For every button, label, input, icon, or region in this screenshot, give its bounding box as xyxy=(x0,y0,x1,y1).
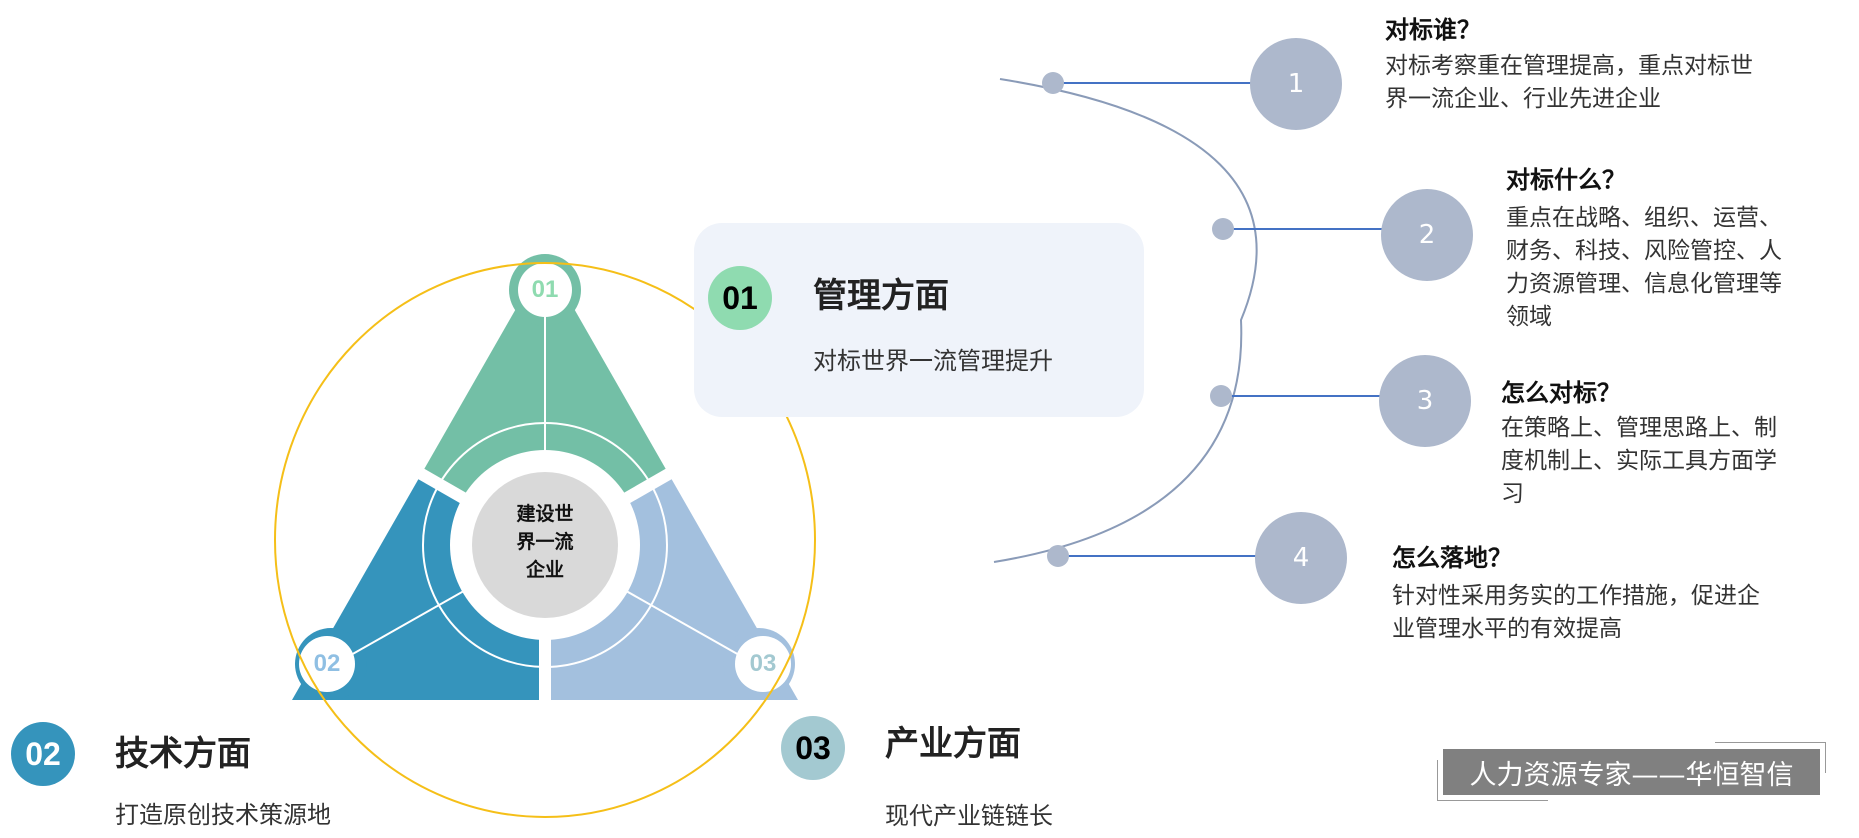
step-line: 力资源管理、信息化管理等 xyxy=(1506,271,1782,297)
timeline-dot xyxy=(1212,218,1234,240)
outer-ring xyxy=(274,262,816,818)
step-question: 怎么对标？ xyxy=(1501,379,1621,407)
timeline-arc xyxy=(993,78,1258,563)
segment-label-01: 01 xyxy=(531,276,559,303)
sector-technology xyxy=(292,258,545,700)
step-line: 对标考察重在管理提高，重点对标世 xyxy=(1385,53,1753,79)
step-line: 业管理水平的有效提高 xyxy=(1392,616,1622,642)
step-line: 在策略上、管理思路上、制 xyxy=(1501,415,1777,441)
step-circle-4: 4 xyxy=(1255,512,1347,604)
watermark-label: 人力资源专家——华恒智信 xyxy=(1443,749,1820,795)
sector-industry xyxy=(545,258,798,700)
aspect-card-management xyxy=(694,223,1144,417)
aspect-title: 管理方面 xyxy=(813,276,949,316)
watermark-frame xyxy=(1715,742,1826,773)
step-body: 重点在战略、组织、运营、 财务、科技、风险管控、人 力资源管理、信息化管理等 领… xyxy=(1506,202,1782,334)
center-label: 建设世 界一流 企业 xyxy=(495,500,595,584)
step-circle-1: 1 xyxy=(1250,38,1342,130)
step-line: 针对性采用务实的工作措施，促进企 xyxy=(1392,583,1760,609)
step-body: 对标考察重在管理提高，重点对标世 界一流企业、行业先进企业 xyxy=(1385,50,1753,116)
aspect-desc: 对标世界一流管理提升 xyxy=(813,347,1053,375)
center-line: 企业 xyxy=(525,559,564,581)
step-question: 怎么落地？ xyxy=(1392,544,1512,572)
step-line: 界一流企业、行业先进企业 xyxy=(1385,86,1661,112)
step-line: 领域 xyxy=(1506,304,1552,330)
timeline-dot xyxy=(1210,385,1232,407)
center-circle xyxy=(472,472,618,618)
segment-label-03: 03 xyxy=(749,650,777,677)
step-line: 度机制上、实际工具方面学 xyxy=(1501,448,1777,474)
step-body: 在策略上、管理思路上、制 度机制上、实际工具方面学 习 xyxy=(1501,412,1777,511)
center-line: 建设世 xyxy=(516,503,574,525)
step-question: 对标谁？ xyxy=(1385,16,1481,44)
aspect-title: 技术方面 xyxy=(115,734,251,774)
aspect-badge-02: 02 xyxy=(11,722,75,786)
step-circle-3: 3 xyxy=(1379,355,1471,447)
aspect-title: 产业方面 xyxy=(885,724,1021,764)
step-circle-2: 2 xyxy=(1381,189,1473,281)
segment-label-02: 02 xyxy=(313,650,341,677)
step-line: 重点在战略、组织、运营、 xyxy=(1506,205,1782,231)
aspect-desc: 现代产业链链长 xyxy=(885,802,1053,830)
step-question: 对标什么？ xyxy=(1506,166,1626,194)
step-body: 针对性采用务实的工作措施，促进企 业管理水平的有效提高 xyxy=(1392,580,1760,646)
timeline-dot xyxy=(1042,72,1064,94)
step-line: 习 xyxy=(1501,481,1524,507)
aspect-desc: 打造原创技术策源地 xyxy=(115,801,331,829)
aspect-badge-01: 01 xyxy=(708,266,772,330)
timeline-dot xyxy=(1047,545,1069,567)
aspect-badge-03: 03 xyxy=(781,716,845,780)
step-line: 财务、科技、风险管控、人 xyxy=(1506,238,1782,264)
watermark-frame xyxy=(1437,760,1548,801)
center-line: 界一流 xyxy=(516,531,574,553)
